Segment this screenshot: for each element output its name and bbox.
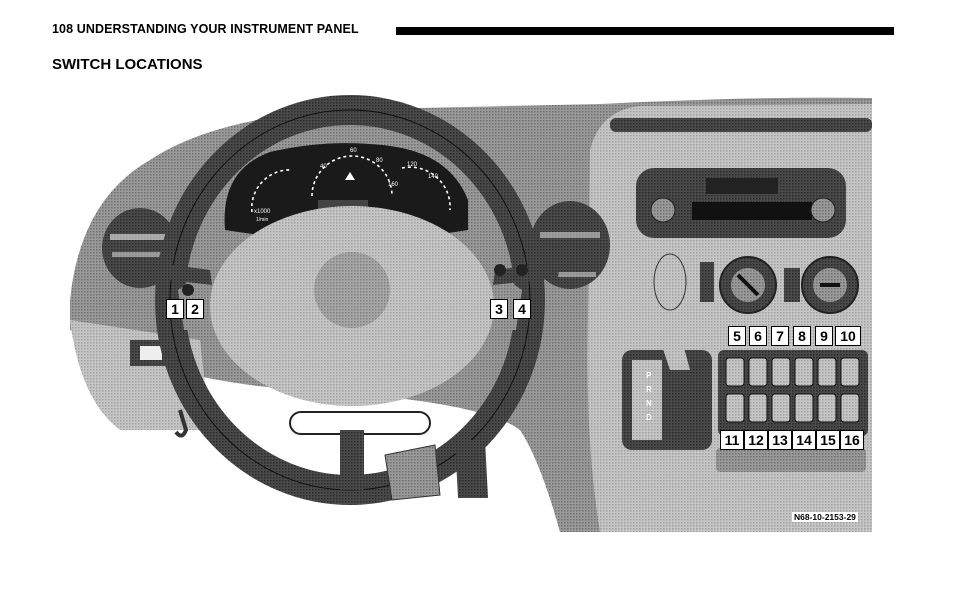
steering-column	[340, 430, 364, 490]
callout-12: 12	[744, 430, 768, 450]
callout-6: 6	[749, 326, 767, 346]
rpm-scale: x1000	[254, 209, 271, 215]
callout-2: 2	[186, 299, 204, 319]
warning-icon	[345, 172, 355, 180]
figure-reference: N68-10-2153-29	[792, 512, 858, 522]
callout-14: 14	[792, 430, 816, 450]
accel-pedal	[455, 440, 488, 498]
callout-5: 5	[728, 326, 746, 346]
gear-d: D	[646, 413, 652, 422]
callout-4: 4	[513, 299, 531, 319]
callout-8: 8	[793, 326, 811, 346]
callout-15: 15	[816, 430, 840, 450]
running-head: 108 UNDERSTANDING YOUR INSTRUMENT PANEL	[52, 22, 359, 36]
speed-140: 140	[428, 174, 439, 180]
callout-11: 11	[720, 430, 744, 450]
callout-9: 9	[815, 326, 833, 346]
gear-n: N	[646, 399, 652, 408]
speed-120: 120	[407, 162, 418, 168]
callout-10: 10	[835, 326, 861, 346]
rpm-unit: 1/min	[256, 217, 268, 223]
speed-40: 40	[320, 164, 327, 170]
callout-3: 3	[490, 299, 508, 319]
brake-pedal	[384, 444, 441, 501]
gear-r: R	[646, 385, 652, 394]
top-vent	[610, 118, 872, 132]
callout-13: 13	[768, 430, 792, 450]
section-title: SWITCH LOCATIONS	[52, 56, 203, 73]
callout-16: 16	[840, 430, 864, 450]
speed-80: 80	[376, 158, 383, 164]
header-rule	[396, 27, 894, 35]
callout-7: 7	[771, 326, 789, 346]
gear-p: P	[646, 371, 652, 380]
callout-1: 1	[166, 299, 184, 319]
speed-60: 60	[350, 148, 357, 154]
speed-160: 160	[388, 182, 399, 188]
left-stalk	[150, 262, 212, 285]
radio-display	[706, 178, 778, 194]
shift-knob	[653, 253, 687, 311]
